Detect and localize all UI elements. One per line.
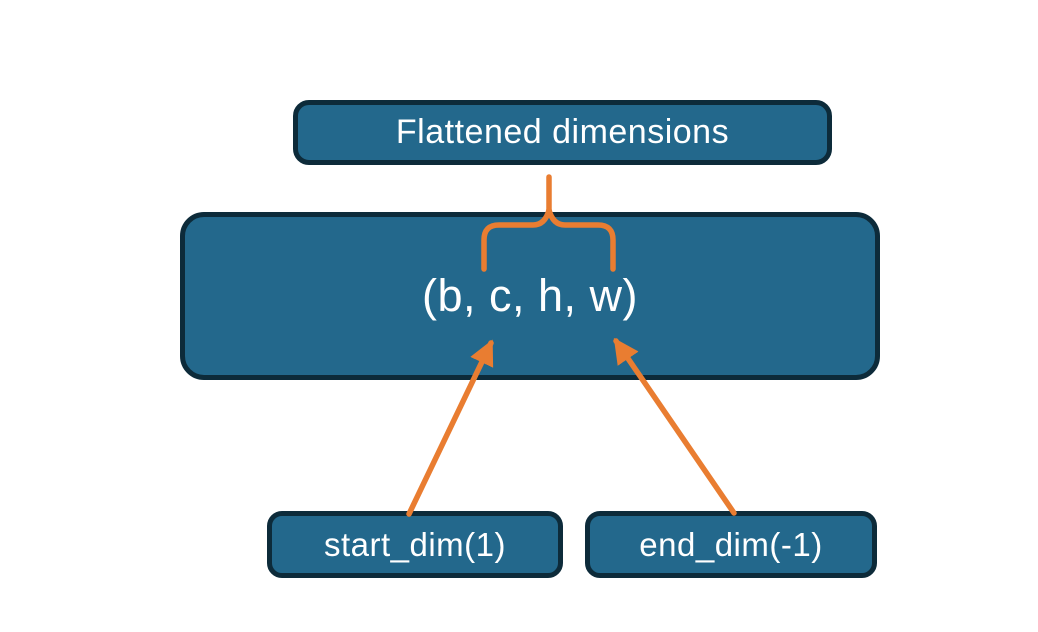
flattened-dimensions-label: Flattened dimensions	[395, 113, 730, 151]
tensor-shape-label: (b, c, h, w)	[421, 270, 639, 321]
start-dim-box: start_dim(1)	[267, 511, 563, 578]
end-dim-box: end_dim(-1)	[585, 511, 877, 578]
flattened-dimensions-box: Flattened dimensions	[293, 100, 832, 165]
start-dim-label: start_dim(1)	[323, 525, 507, 563]
tensor-shape-box: (b, c, h, w)	[180, 212, 880, 380]
end-dim-label: end_dim(-1)	[639, 525, 823, 563]
